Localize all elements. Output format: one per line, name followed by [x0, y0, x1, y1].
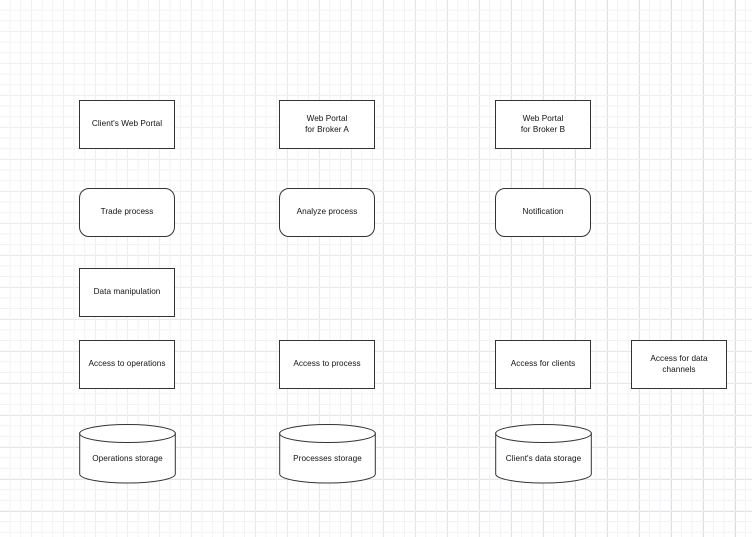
node-label: Operations storage	[92, 454, 163, 464]
node-data-manipulation[interactable]: Data manipulation	[79, 268, 175, 317]
node-access-to-operations[interactable]: Access to operations	[79, 340, 175, 389]
node-label: Analyze process	[296, 207, 358, 217]
node-access-to-process[interactable]: Access to process	[279, 340, 375, 389]
node-access-for-data-channels[interactable]: Access for data channels	[631, 340, 727, 389]
cylinder-shape	[279, 424, 376, 484]
node-access-for-clients[interactable]: Access for clients	[495, 340, 591, 389]
node-web-portal-broker-b[interactable]: Web Portal for Broker B	[495, 100, 591, 149]
node-label: Web Portal for Broker A	[305, 113, 349, 134]
node-clients-data-storage[interactable]: Client's data storage	[495, 424, 592, 484]
node-label: Access for clients	[510, 359, 576, 369]
node-processes-storage[interactable]: Processes storage	[279, 424, 376, 484]
node-label: Trade process	[100, 207, 154, 217]
node-analyze-process[interactable]: Analyze process	[279, 188, 375, 237]
node-label: Web Portal for Broker B	[520, 113, 566, 134]
cylinder-shape	[495, 424, 592, 484]
node-label: Client's Web Portal	[91, 119, 163, 129]
node-label: Access to operations	[88, 359, 166, 369]
node-label: Client's data storage	[505, 454, 582, 464]
node-notification[interactable]: Notification	[495, 188, 591, 237]
node-label: Notification	[522, 207, 564, 217]
node-web-portal-broker-a[interactable]: Web Portal for Broker A	[279, 100, 375, 149]
node-label: Access to process	[293, 359, 361, 369]
node-label: Access for data channels	[650, 353, 708, 374]
node-clients-web-portal[interactable]: Client's Web Portal	[79, 100, 175, 149]
node-label: Processes storage	[293, 454, 362, 464]
node-label: Data manipulation	[93, 287, 161, 297]
node-trade-process[interactable]: Trade process	[79, 188, 175, 237]
node-operations-storage[interactable]: Operations storage	[79, 424, 176, 484]
cylinder-shape	[79, 424, 176, 484]
